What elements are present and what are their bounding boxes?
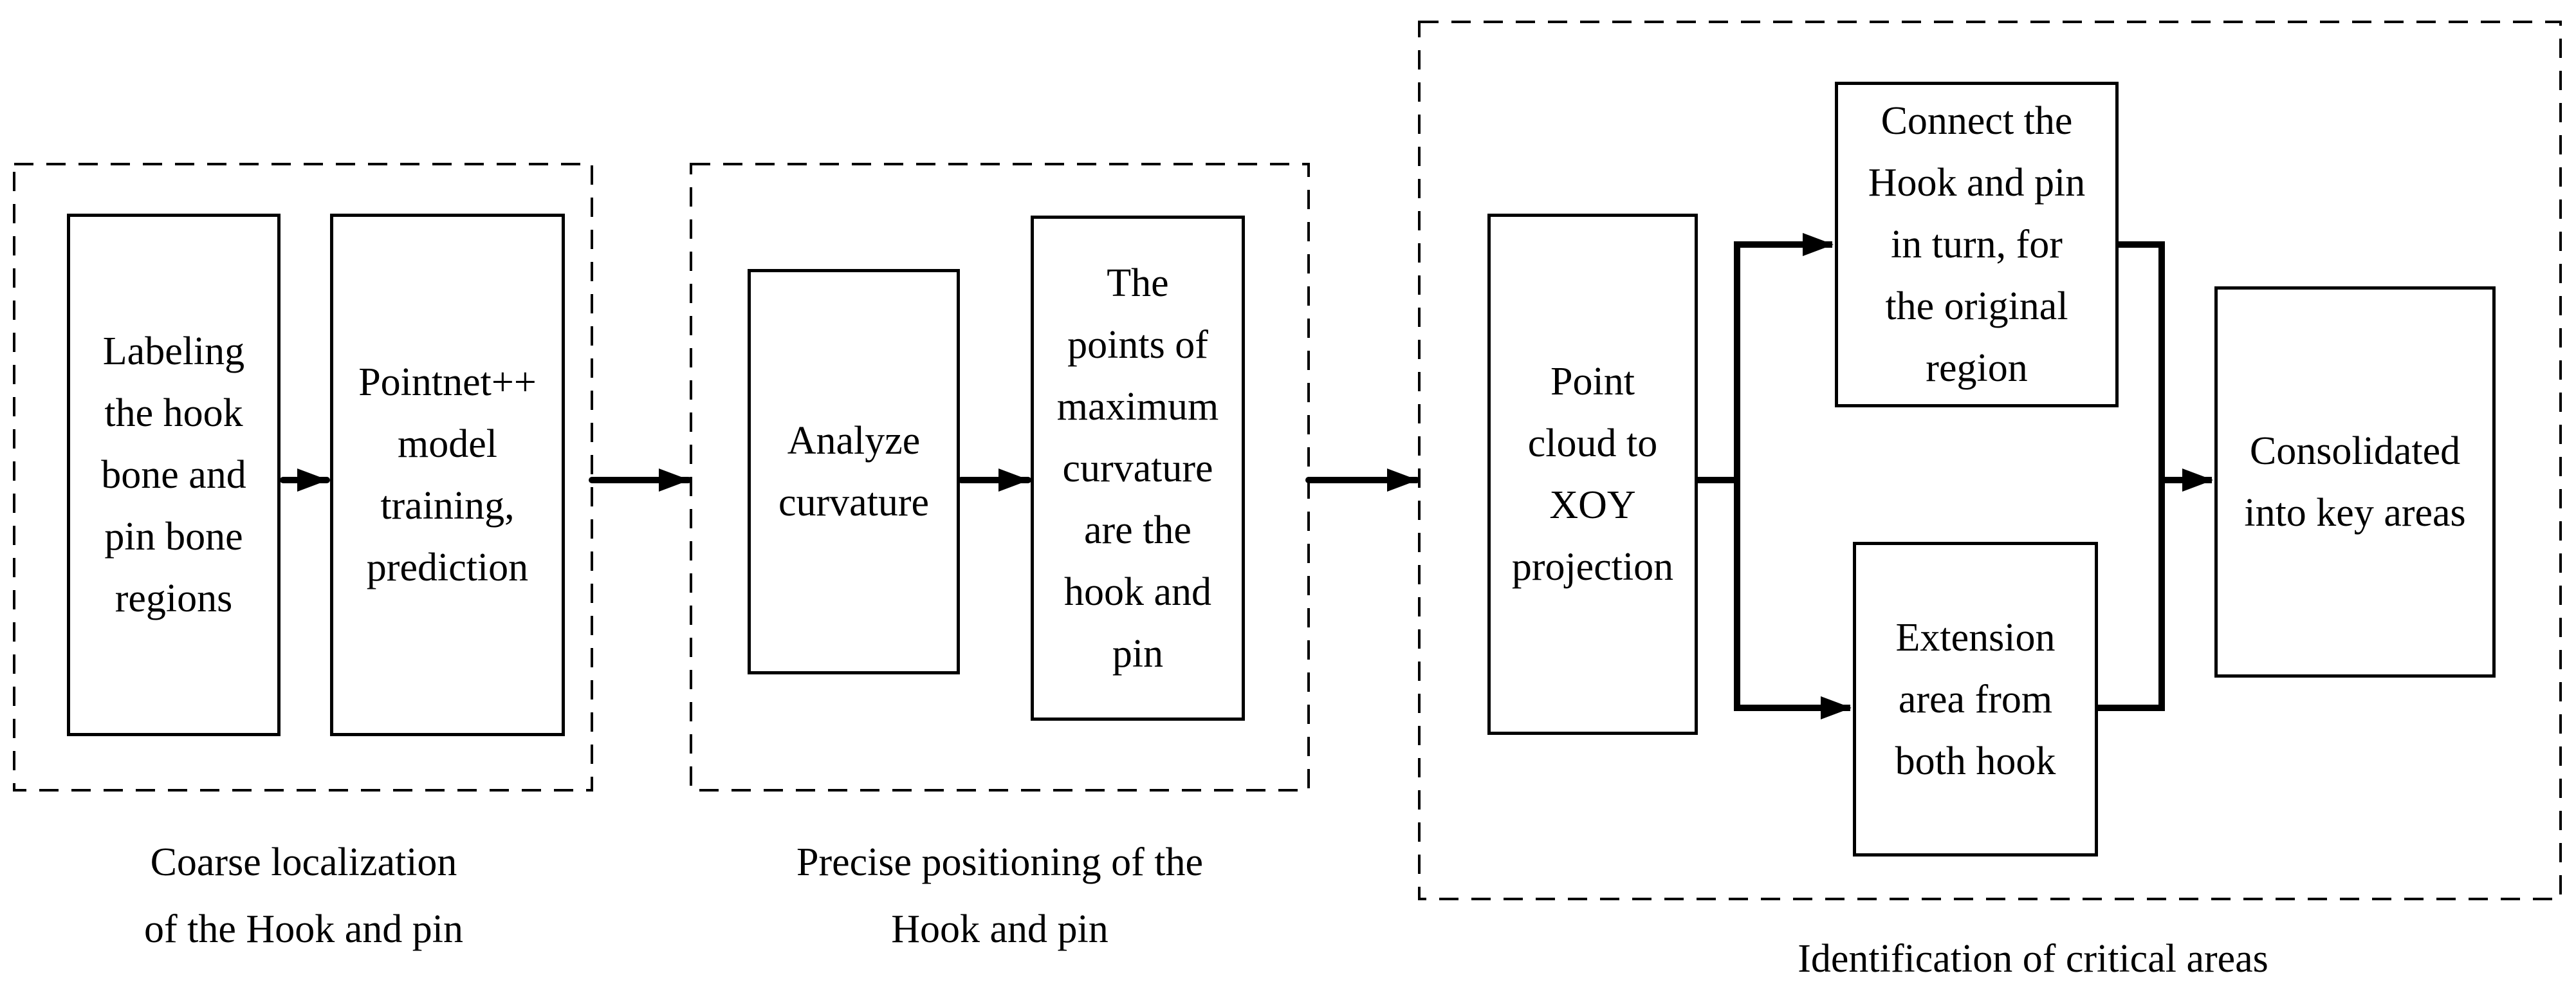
box-consolidated-key-areas: Consolidated into key areas [2214, 286, 2496, 678]
merge-connector [2098, 241, 2165, 711]
caption-coarse-localization: Coarse localization of the Hook and pin [144, 840, 463, 951]
box-maximum-curvature: The points of maximum curvature are the … [1031, 216, 1245, 721]
box-labeling-regions: Labeling the hook bone and pin bone regi… [67, 214, 281, 736]
box-analyze-curvature: Analyze curvature [748, 269, 960, 674]
critical-areas-outline [1418, 21, 2562, 900]
box-point-cloud-projection: Point cloud to XOY projection [1487, 214, 1698, 735]
coarse-localization-outline [13, 163, 593, 792]
caption-identification-critical-areas: Identification of critical areas [1798, 937, 2268, 981]
box-connect-hook-pin: Connect the Hook and pin in turn, for th… [1835, 82, 2119, 407]
box-pointnet-training: Pointnet++ model training, prediction [330, 214, 565, 736]
caption-precise-positioning: Precise positioning of the Hook and pin [796, 840, 1203, 951]
box-extension-area: Extension area from both hook [1853, 542, 2098, 857]
split-connector [1698, 241, 1740, 711]
precise-positioning-outline [690, 163, 1310, 792]
